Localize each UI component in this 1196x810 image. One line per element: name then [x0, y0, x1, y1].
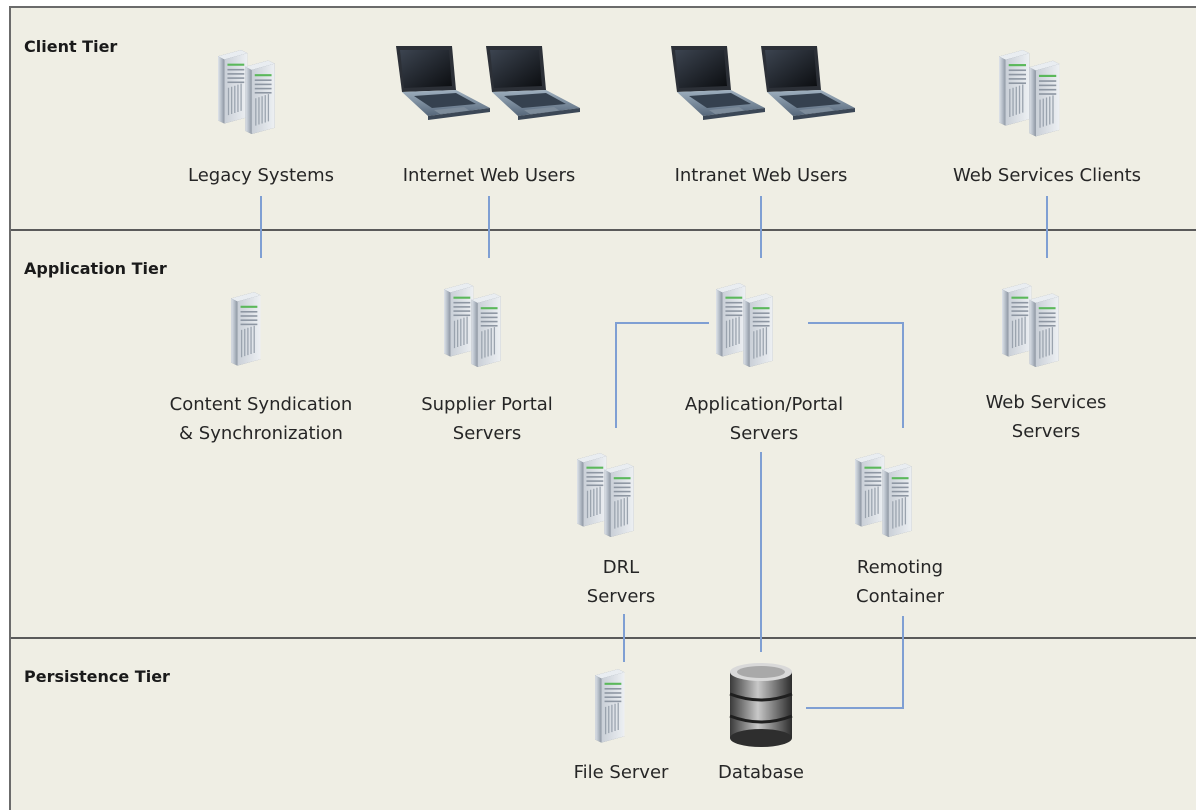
server-pair-icon	[999, 50, 1061, 138]
laptop-pair-icon	[671, 46, 855, 120]
server-pair-icon	[444, 283, 502, 368]
server-pair-icon	[1002, 283, 1060, 368]
connector-remoting-database	[806, 616, 904, 709]
database-label: Database	[718, 762, 804, 783]
server-icon	[594, 668, 626, 744]
file-server-label: File Server	[573, 762, 669, 783]
persistence-tier-title: Persistence Tier	[24, 667, 170, 686]
tier-divider	[11, 637, 1196, 639]
server-pair-icon	[855, 453, 913, 538]
laptop-pair-icon	[396, 46, 580, 120]
application-tier-title: Application Tier	[24, 259, 167, 278]
connector-app-drl	[615, 322, 709, 428]
web-services-clients-label: Web Services Clients	[952, 165, 1142, 186]
content-syndication-label: Content Syndication& Synchronization	[169, 394, 353, 444]
client-tier-title: Client Tier	[24, 37, 118, 56]
tier-divider	[11, 229, 1196, 231]
database-icon	[729, 663, 793, 747]
legacy-systems-label: Legacy Systems	[187, 165, 335, 186]
server-pair-icon	[716, 283, 774, 368]
internet-web-users-label: Internet Web Users	[402, 165, 576, 186]
server-pair-icon	[577, 453, 635, 538]
server-pair-icon	[218, 50, 276, 135]
intranet-web-users-label: Intranet Web Users	[674, 165, 848, 186]
connector-app-remoting	[808, 322, 904, 428]
server-icon	[230, 291, 262, 367]
